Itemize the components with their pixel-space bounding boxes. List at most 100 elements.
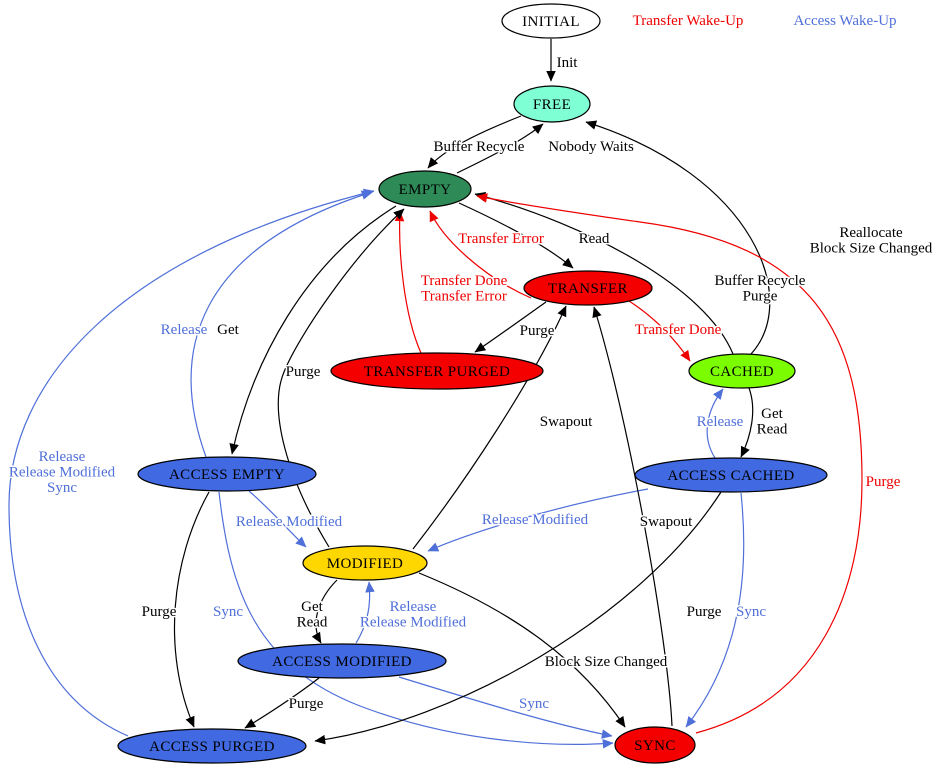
edge-access-purged-to-empty	[8, 188, 375, 737]
state-node-shape-access-cached	[634, 457, 828, 493]
edge-label-transfer-to-empty: Transfer Error	[458, 231, 544, 247]
edge-sync-to-empty	[476, 193, 863, 734]
state-node-label-access-modified: ACCESS MODIFIED	[272, 654, 412, 670]
edge-label-access-cached-to-sync: Sync	[736, 604, 766, 620]
edge-access-modified-to-access-purged	[244, 677, 320, 729]
state-node-transfer-purged: TRANSFER PURGED	[330, 352, 544, 390]
edge-access-empty-to-empty	[190, 190, 373, 458]
edge-cached-to-free	[585, 120, 771, 355]
edge-label-access-cached-to-access-purged: Purge	[687, 604, 722, 620]
edge-modified-to-access-modified	[311, 579, 338, 644]
edge-empty-to-access-empty	[229, 205, 397, 455]
edge-transfer-purged-to-empty	[394, 210, 422, 354]
edge-label-empty-to-access-empty: Get	[217, 322, 239, 338]
edge-label-access-empty-to-modified: Release Modified	[236, 514, 343, 530]
state-node-transfer: TRANSFER	[523, 270, 653, 306]
state-node-shape-modified	[302, 545, 428, 581]
state-node-label-access-cached: ACCESS CACHED	[667, 468, 794, 484]
edge-label-access-empty-to-empty: Release	[161, 322, 208, 338]
edge-free-to-empty	[427, 115, 522, 169]
edge-cached-to-access-cached	[740, 387, 754, 458]
edge-cached-to-empty	[474, 192, 734, 355]
edge-label-sync-to-transfer: Swapout	[640, 514, 693, 530]
state-node-shape-free	[513, 85, 591, 123]
edge-access-modified-to-modified	[355, 581, 375, 644]
edge-empty-to-free	[456, 123, 544, 174]
state-node-shape-cached	[688, 353, 796, 389]
state-node-access-empty: ACCESS EMPTY	[137, 456, 317, 492]
edge-access-empty-to-modified	[248, 490, 307, 548]
edge-label-modified-to-sync: Block Size Changed	[545, 654, 668, 670]
edge-transfer-to-cached	[628, 300, 691, 362]
state-node-access-purged: ACCESS PURGED	[117, 728, 307, 764]
edge-label-empty-to-transfer: Read	[579, 231, 610, 247]
state-node-shape-initial	[501, 3, 601, 39]
edge-label-modified-to-transfer: Swapout	[540, 414, 593, 430]
nodes-layer: INITIAL FREE EMPTY TRANSFER TRANSFER PURGED C…	[117, 3, 828, 764]
state-node-label-cached: CACHED	[710, 364, 774, 380]
edge-access-cached-to-cached	[706, 388, 724, 459]
edge-label-access-modified-to-access-purged: Purge	[289, 696, 324, 712]
state-node-label-transfer: TRANSFER	[548, 281, 628, 297]
edge-label-empty-to-free: Nobody Waits	[548, 139, 634, 155]
edge-label-access-cached-to-modified: Release Modified	[482, 512, 589, 528]
state-node-label-initial: INITIAL	[522, 14, 580, 30]
state-node-free: FREE	[513, 85, 591, 123]
edge-transfer-to-empty	[429, 210, 532, 299]
legend-transfer-wakeup: Transfer Wake-Up	[633, 13, 744, 29]
edge-transfer-to-transfer-purged	[474, 301, 547, 353]
state-node-shape-access-modified	[237, 643, 447, 679]
state-node-label-modified: MODIFIED	[327, 556, 404, 572]
edge-label-access-cached-to-cached: Release	[697, 414, 744, 430]
edge-label-free-to-empty: Buffer Recycle	[434, 139, 525, 155]
edge-access-cached-to-modified	[427, 488, 649, 552]
state-node-label-access-purged: ACCESS PURGED	[149, 739, 275, 755]
edge-label-access-modified-to-sync: Sync	[519, 696, 549, 712]
edge-label-access-empty-to-sync: Sync	[213, 604, 243, 620]
state-node-label-sync: SYNC	[634, 738, 676, 754]
legend-access-wakeup: Access Wake-Up	[793, 13, 896, 29]
edge-access-empty-to-sync	[218, 491, 614, 749]
state-node-shape-empty	[378, 170, 472, 208]
edge-label-access-empty-to-access-purged: Purge	[142, 604, 177, 620]
state-node-access-cached: ACCESS CACHED	[634, 457, 828, 493]
state-node-modified: MODIFIED	[302, 545, 428, 581]
state-node-cached: CACHED	[688, 353, 796, 389]
edge-access-cached-to-access-purged	[314, 491, 722, 745]
edge-label-modified-to-empty: Purge	[286, 364, 321, 380]
state-node-label-free: FREE	[533, 97, 571, 113]
edge-empty-to-transfer	[458, 202, 574, 269]
state-node-shape-access-empty	[137, 456, 317, 492]
edge-label-initial-to-free: Init	[557, 55, 579, 71]
edges-layer	[8, 39, 863, 749]
state-node-access-modified: ACCESS MODIFIED	[237, 643, 447, 679]
state-node-label-empty: EMPTY	[399, 182, 452, 198]
edge-access-modified-to-sync	[398, 676, 613, 739]
edge-access-empty-to-access-purged	[173, 491, 210, 728]
state-node-label-transfer-purged: TRANSFER PURGED	[364, 364, 510, 380]
edge-access-cached-to-sync	[685, 492, 745, 728]
state-node-shape-transfer-purged	[330, 352, 544, 390]
state-node-sync: SYNC	[614, 726, 696, 764]
state-node-shape-sync	[614, 726, 696, 764]
edge-label-sync-to-empty: Purge	[866, 474, 901, 490]
edge-modified-to-transfer	[412, 305, 567, 550]
state-node-empty: EMPTY	[378, 170, 472, 208]
edge-sync-to-transfer	[592, 306, 673, 727]
edge-label-transfer-to-transfer-purged: Purge	[520, 323, 555, 339]
state-node-initial: INITIAL	[501, 3, 601, 39]
edge-modified-to-sync	[418, 572, 626, 728]
edge-label-transfer-to-cached: Transfer Done	[635, 322, 722, 338]
state-node-shape-access-purged	[117, 728, 307, 764]
state-node-shape-transfer	[523, 270, 653, 306]
state-node-label-access-empty: ACCESS EMPTY	[169, 467, 285, 483]
